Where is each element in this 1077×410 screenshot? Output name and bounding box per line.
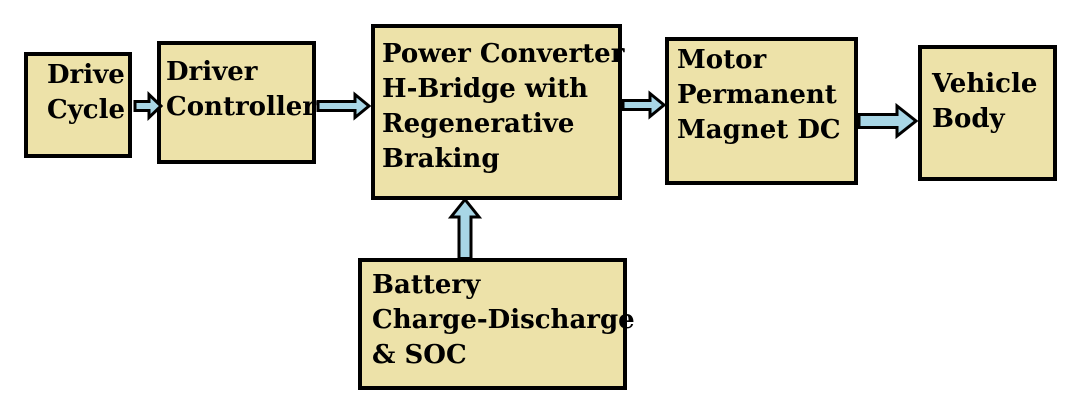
block-label-line: Drive <box>47 60 125 90</box>
block-label-line: H-Bridge with <box>382 74 589 104</box>
block-label-line: Charge-Discharge <box>372 305 635 335</box>
block-label-line: Controller <box>166 92 316 122</box>
block-vehicle-body: Vehicle Body <box>918 45 1057 181</box>
block-driver-controller: Driver Controller <box>157 41 316 164</box>
block-label-line: Vehicle <box>932 69 1038 99</box>
block-drive-cycle: Drive Cycle <box>24 52 132 158</box>
block-label-line: Magnet DC <box>677 115 841 145</box>
block-label-line: Driver <box>166 57 258 87</box>
arrow-battery-to-power-converter <box>447 197 483 260</box>
block-label-line: Body <box>932 104 1005 134</box>
block-label-line: Permanent <box>677 80 837 110</box>
block-power-converter: Power Converter H-Bridge with Regenerati… <box>371 24 625 200</box>
block-label-line: & SOC <box>372 340 467 370</box>
block-label-line: Braking <box>382 144 500 174</box>
block-motor-permanent-magnet-dc: Motor Permanent Magnet DC <box>665 37 858 185</box>
block-battery-charge-discharge-soc: Battery Charge-Discharge & SOC <box>358 258 635 390</box>
block-label-line: Motor <box>677 45 767 75</box>
arrow-power-converter-to-motor <box>621 90 667 120</box>
arrow-motor-to-vehicle-body <box>857 102 919 140</box>
block-label-line: Cycle <box>47 95 126 125</box>
block-label-line: Battery <box>372 270 481 300</box>
arrow-drive-cycle-to-driver-controller <box>133 90 164 122</box>
block-label-line: Regenerative <box>382 109 575 139</box>
arrow-driver-controller-to-power-converter <box>316 91 372 121</box>
block-label-line: Power Converter <box>382 39 625 69</box>
